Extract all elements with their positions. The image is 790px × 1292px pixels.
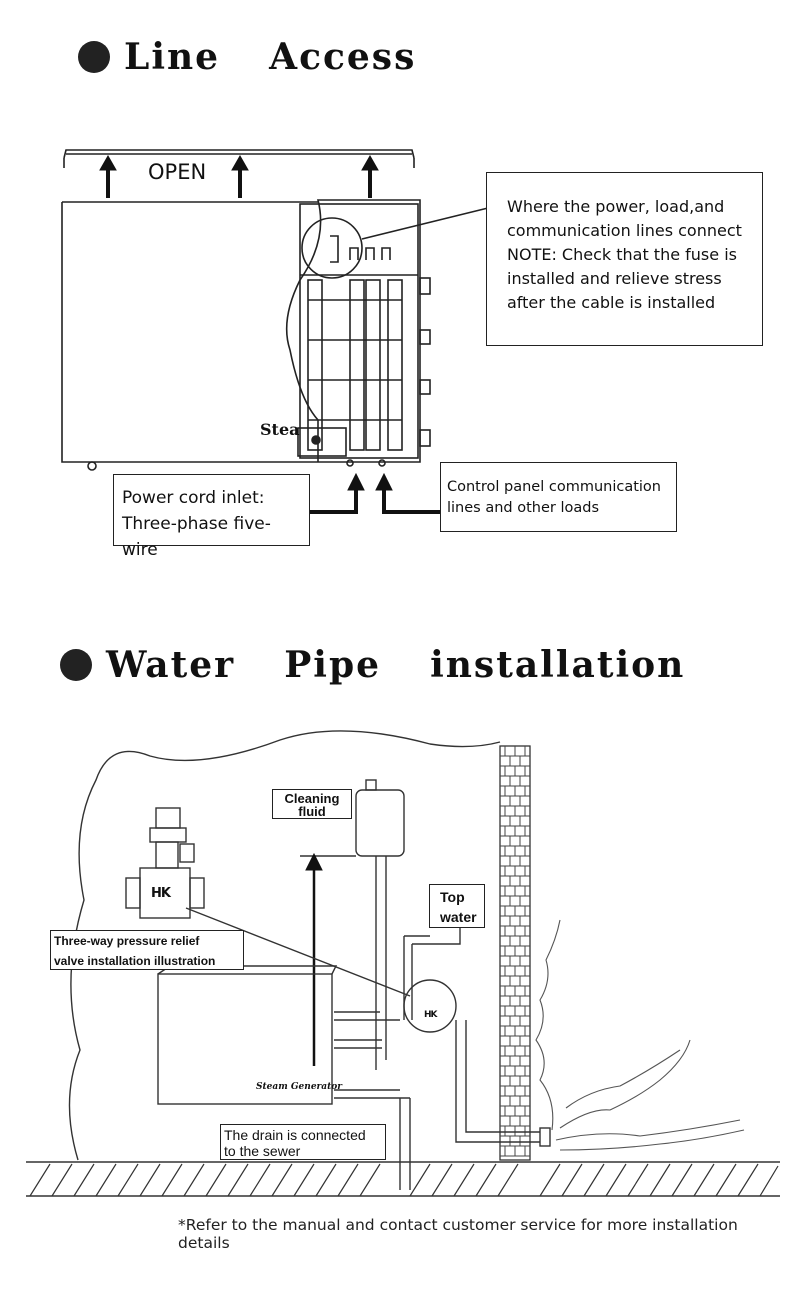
callout-control-panel-lines: Control panel communication lines and ot…: [440, 462, 677, 532]
label-line: Cleaning: [284, 791, 340, 806]
label-cleaning-fluid: Cleaning fluid: [272, 789, 352, 819]
open-arrow-icon: [231, 154, 249, 198]
label-line: Top: [440, 889, 465, 905]
label-line: The drain is connected: [224, 1127, 366, 1143]
label-three-way-valve: Three-way pressure relief valve installa…: [50, 930, 244, 970]
callout-line: after the cable is installed: [507, 293, 716, 312]
unit-lid: [63, 149, 415, 159]
callout-line: Control panel communication: [447, 479, 661, 495]
open-arrow-icon: [99, 154, 117, 198]
callout-line: Where the power, load,and: [507, 197, 725, 216]
terminal-highlight-circle: [301, 217, 363, 279]
label-line: Three-way pressure relief: [54, 934, 200, 948]
steam-generator-unit: [157, 973, 333, 1105]
callout-line: communication lines connect: [507, 221, 742, 240]
callout-line: NOTE: Check that the fuse is: [507, 245, 737, 264]
label-line: valve installation illustration: [54, 954, 216, 968]
height-arrow-head-icon: [305, 852, 323, 871]
line-access-title-text: Line Access: [124, 36, 417, 78]
brick-rows: [500, 746, 530, 1157]
callout-line: installed and relieve stress: [507, 269, 722, 288]
power-cable-arrow-icon: [310, 472, 365, 514]
valve-detail-circle: [403, 979, 457, 1033]
open-label: OPEN: [148, 160, 207, 184]
label-drain-sewer: The drain is connected to the sewer: [220, 1124, 386, 1160]
unit-body: [61, 199, 421, 463]
steam-plume: [535, 919, 745, 1151]
label-top-water: Top water: [429, 884, 485, 928]
label-line: fluid: [298, 804, 326, 819]
callout-line: Three-phase five-wire: [122, 514, 271, 560]
callout-power-cord-inlet: Power cord inlet: Three-phase five-wire: [113, 474, 310, 560]
steam-generator-label: Steam Generator: [256, 1082, 343, 1092]
control-cable-arrow-icon: [375, 472, 440, 514]
unit-brand-partial: Stea: [260, 420, 300, 439]
valve-logo: HK: [151, 886, 171, 901]
room-outline: [68, 730, 501, 1161]
section-title-line-access: Line Access: [78, 36, 416, 78]
cleaning-fluid-tank: [355, 789, 405, 857]
open-arrow-icon: [361, 154, 379, 198]
label-line: water: [440, 909, 477, 925]
ground-hatching: [29, 1163, 779, 1197]
callout-line: Power cord inlet:: [122, 488, 265, 508]
valve-logo-small: HK: [424, 1010, 437, 1020]
callout-connection-point: Where the power, load,and communication …: [486, 172, 763, 346]
section-title-water-pipe: Water Pipe installation: [60, 644, 685, 686]
bullet-dot-icon: [60, 649, 92, 681]
bullet-dot-icon: [78, 41, 110, 73]
label-line: to the sewer: [224, 1143, 301, 1159]
footnote: *Refer to the manual and contact custome…: [178, 1216, 738, 1252]
water-pipe-title-text: Water Pipe installation: [106, 644, 686, 686]
callout-line: lines and other loads: [447, 500, 600, 516]
